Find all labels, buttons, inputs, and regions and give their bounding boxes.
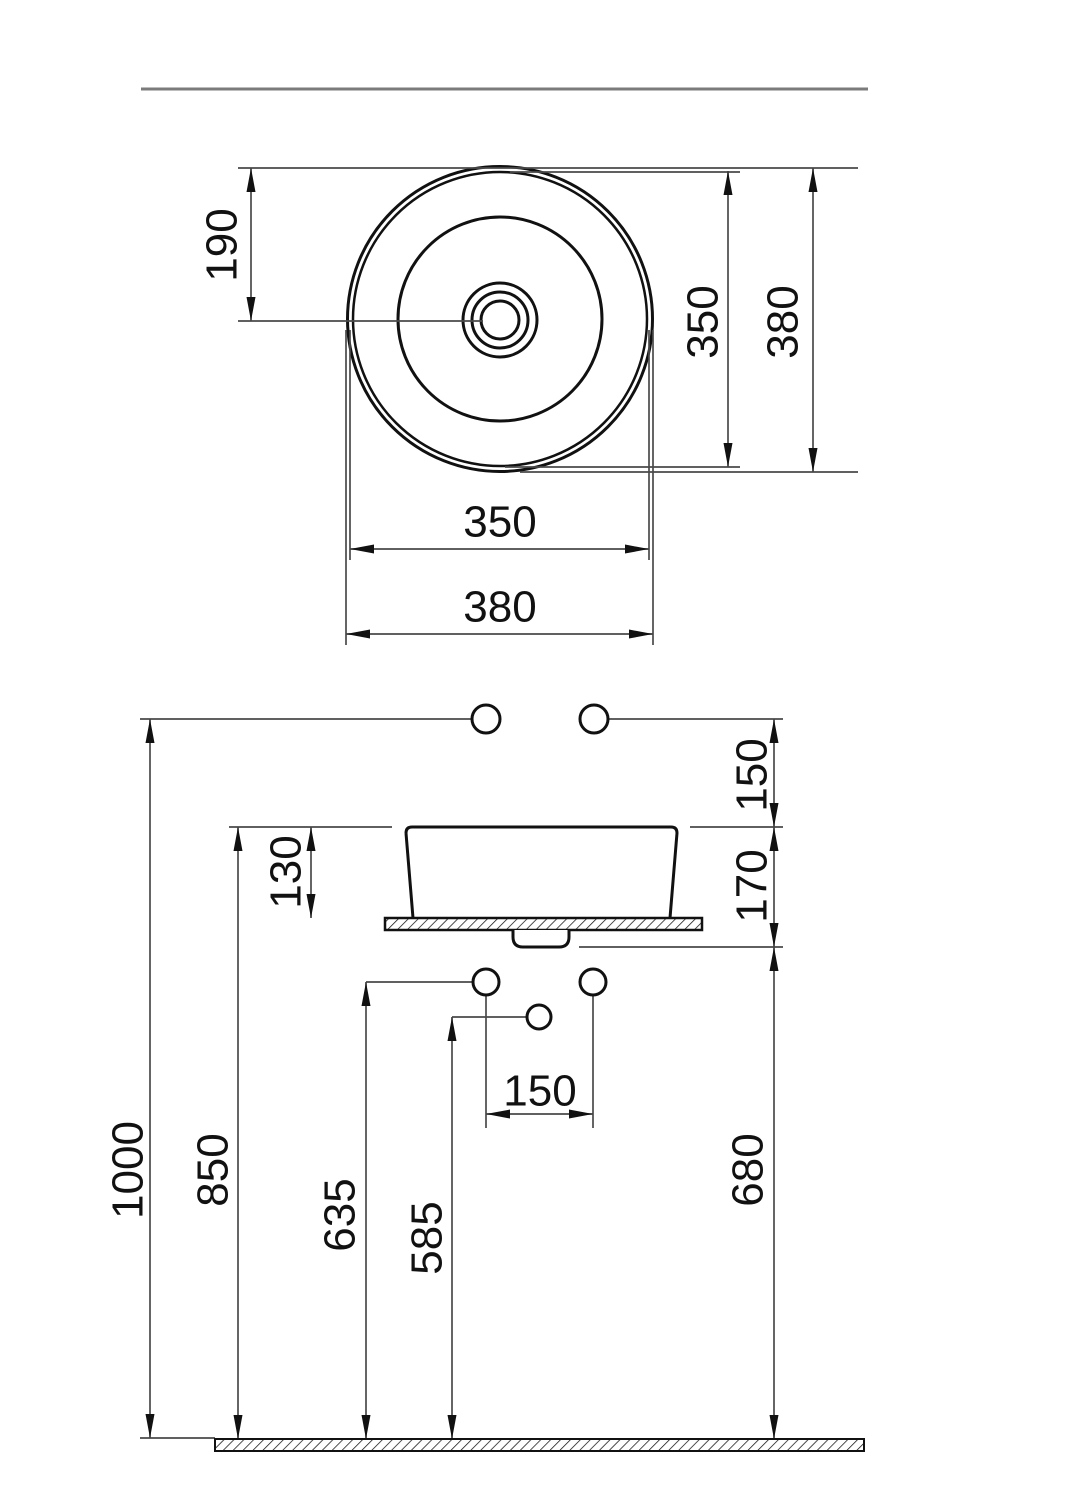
arrow-right [629,629,653,639]
arrow-down [808,448,818,472]
arrow-down [246,297,256,321]
dim-label-150-right: 150 [728,738,777,811]
dim-label-850: 850 [189,1133,238,1206]
arrow-right [569,1109,593,1119]
top-view-labels: 190 350 380 350 380 [198,208,808,631]
arrow-down [145,1414,155,1438]
arrow-down [769,1415,779,1439]
arrow-up [808,168,818,192]
arrow-up [769,719,779,743]
arrow-left [486,1109,510,1119]
drain-outer-circle [461,281,539,359]
dim-label-680: 680 [724,1133,773,1206]
drain-middle-circle [470,290,530,350]
supply-hole-left [471,967,501,997]
basin-section [383,825,704,949]
drain-trap-hole [525,1003,553,1031]
arrow-up [769,827,779,851]
top-view: 190 350 380 350 380 [198,165,858,645]
arrow-down [447,1415,457,1439]
dim-label-150-spacing: 150 [503,1067,576,1116]
arrow-right [625,544,649,554]
arrow-up [769,947,779,971]
basin-inner-rim-circle [351,170,649,468]
dim-label-350-horizontal: 350 [463,498,536,547]
basin-section-outline [404,825,679,919]
arrow-up [361,982,371,1006]
arrow-up [306,827,316,851]
top-view-arrowheads [246,168,818,639]
arrow-down [233,1415,243,1439]
dim-label-585: 585 [403,1201,452,1274]
arrow-down [723,443,733,467]
arrow-down [769,803,779,827]
basin-plan-outline [346,165,654,473]
arrow-down [769,923,779,947]
arrow-left [346,629,370,639]
dim-label-380-horizontal: 380 [463,583,536,632]
dim-label-350-vertical: 350 [679,285,728,358]
top-view-dimension-lines [238,167,858,645]
faucet-hole-right [578,703,610,735]
arrow-up [447,1017,457,1041]
arrow-down [361,1415,371,1439]
connection-holes [470,703,610,1031]
side-view-arrowheads [145,719,779,1439]
arrow-left [350,544,374,554]
arrow-down [306,894,316,918]
arrow-up [145,719,155,743]
side-view-dimension-lines [140,718,783,1439]
dim-label-635: 635 [316,1178,365,1251]
arrow-up [233,827,243,851]
arrow-up [246,168,256,192]
basin-bowl-circle [396,215,604,423]
dim-label-130: 130 [262,835,311,908]
basin-outer-rim-circle [346,165,654,473]
floor-slab [214,1438,865,1452]
supply-hole-right [578,967,608,997]
arrow-up [723,171,733,195]
side-view-labels: 150 170 130 1000 850 635 585 680 150 [104,738,777,1274]
drain-inner-circle [479,299,521,341]
drain-outlet-stub [511,930,571,949]
dim-label-380-vertical: 380 [759,285,808,358]
dim-label-170: 170 [728,849,777,922]
faucet-hole-left [470,703,502,735]
countertop-slab [383,916,704,932]
side-view: 150 170 130 1000 850 635 585 680 150 [104,703,865,1452]
dim-label-1000: 1000 [104,1121,153,1219]
dim-label-190: 190 [198,208,247,281]
